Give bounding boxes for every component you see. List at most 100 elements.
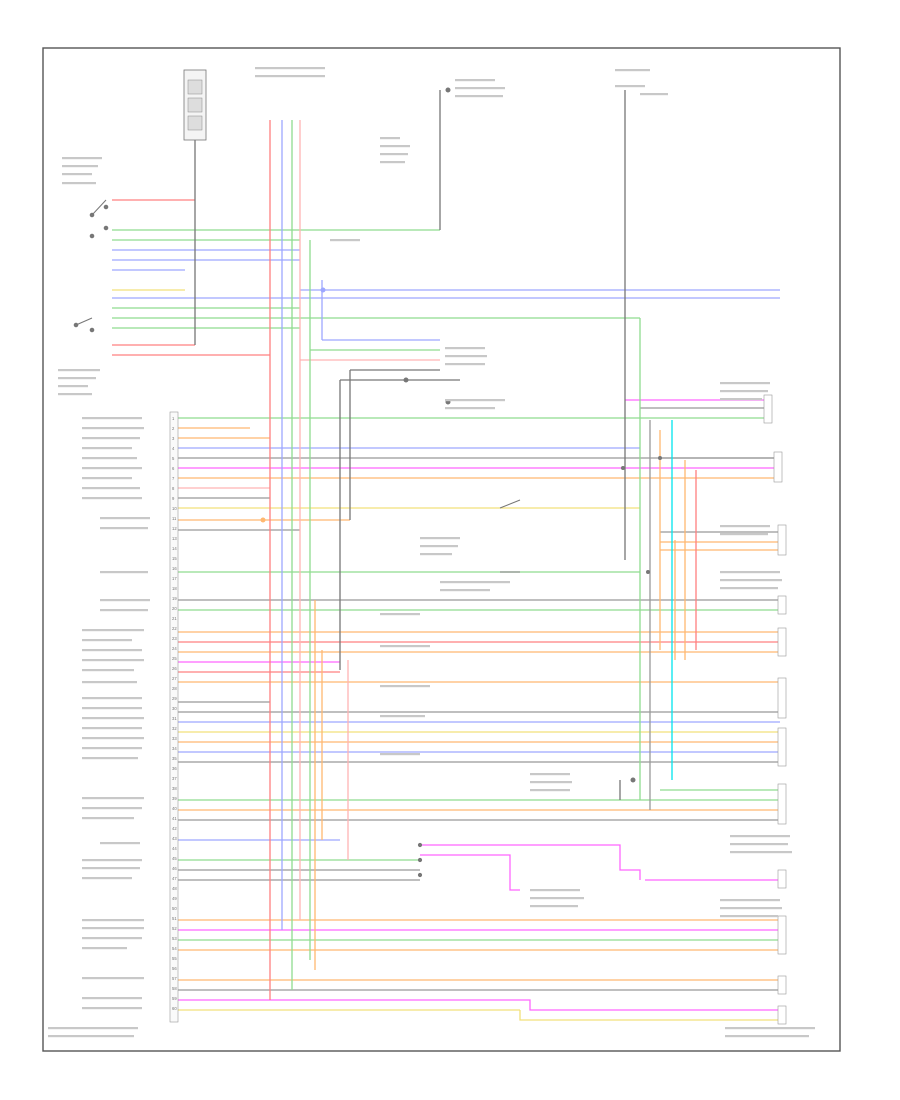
pcm-pin-number: 11 xyxy=(172,516,177,521)
blurred-label-mark xyxy=(455,95,503,98)
blurred-label-mark xyxy=(58,369,100,372)
pcm-pin-number: 22 xyxy=(172,626,177,631)
blurred-label-mark xyxy=(82,437,140,440)
blurred-label-mark xyxy=(82,727,142,730)
blurred-label-mark xyxy=(82,997,142,1000)
blurred-label-mark xyxy=(720,587,778,590)
pcm-pin-number: 34 xyxy=(172,746,177,751)
blurred-label-mark xyxy=(82,681,137,684)
pcm-pin-number: 19 xyxy=(172,596,177,601)
right-connectors xyxy=(763,394,787,1025)
blurred-label-mark xyxy=(100,842,140,845)
blurred-label-mark xyxy=(380,137,400,140)
blurred-label-mark xyxy=(82,927,144,930)
blurred-label-mark xyxy=(530,905,578,908)
blurred-label-mark xyxy=(720,533,768,536)
blurred-label-mark xyxy=(420,545,458,548)
pcm-pin-number: 58 xyxy=(172,986,177,991)
blurred-label-mark xyxy=(445,407,495,410)
blurred-label-mark xyxy=(615,85,645,88)
blurred-label-mark xyxy=(530,789,570,792)
pcm-pin-number: 57 xyxy=(172,976,177,981)
pcm-pin-number: 2 xyxy=(172,426,175,431)
blurred-label-mark xyxy=(530,781,572,784)
blurred-label-mark xyxy=(100,517,150,520)
blurred-label-mark xyxy=(82,427,144,430)
pcm-pin-number: 55 xyxy=(172,956,177,961)
blurred-label-mark xyxy=(58,385,88,388)
annotation-marks xyxy=(48,67,815,1038)
pcm-pin-number: 49 xyxy=(172,896,177,901)
pcm-pin-number: 12 xyxy=(172,526,177,531)
blurred-label-mark xyxy=(615,69,650,72)
blurred-label-mark xyxy=(48,1027,138,1030)
pcm-pin-number: 10 xyxy=(172,506,177,511)
blurred-label-mark xyxy=(62,182,96,185)
pcm-pin-number: 51 xyxy=(172,916,177,921)
pcm-pin-number: 4 xyxy=(172,446,175,451)
pcm-pin-number: 7 xyxy=(172,476,175,481)
pcm-pin-number: 1 xyxy=(172,416,175,421)
blurred-label-mark xyxy=(58,393,92,396)
pcm-pin-number: 5 xyxy=(172,456,175,461)
blurred-label-mark xyxy=(720,915,778,918)
pcm-pin-number: 45 xyxy=(172,856,177,861)
pcm-pin-number: 54 xyxy=(172,946,177,951)
blurred-label-mark xyxy=(255,75,325,78)
blurred-label-mark xyxy=(48,1035,134,1038)
blurred-label-mark xyxy=(82,669,134,672)
pcm-pin-number: 52 xyxy=(172,926,177,931)
blurred-label-mark xyxy=(82,697,142,700)
wire-layer xyxy=(112,199,780,1021)
blurred-label-mark xyxy=(82,487,140,490)
pcm-pin-number: 3 xyxy=(172,436,175,441)
blurred-label-mark xyxy=(62,173,92,176)
blurred-label-mark xyxy=(725,1035,809,1038)
pcm-connector xyxy=(169,411,179,1023)
pcm-pin-number: 20 xyxy=(172,606,177,611)
blurred-label-mark xyxy=(720,571,780,574)
pcm-pin-number: 31 xyxy=(172,716,177,721)
blurred-label-mark xyxy=(380,685,430,688)
blurred-label-mark xyxy=(82,737,144,740)
blurred-label-mark xyxy=(82,467,142,470)
blurred-label-mark xyxy=(530,773,570,776)
blurred-label-mark xyxy=(100,571,148,574)
pcm-pin-number: 35 xyxy=(172,756,177,761)
pcm-pin-number: 37 xyxy=(172,776,177,781)
pcm-pin-number: 6 xyxy=(172,466,175,471)
blurred-label-mark xyxy=(380,753,420,756)
pcm-pin-number: 30 xyxy=(172,706,177,711)
pcm-pin-number: 26 xyxy=(172,666,177,671)
pcm-pin-number: 43 xyxy=(172,836,177,841)
pcm-pin-number: 47 xyxy=(172,876,177,881)
blurred-label-mark xyxy=(720,525,770,528)
blurred-label-mark xyxy=(455,87,505,90)
pcm-pin-number: 42 xyxy=(172,826,177,831)
blurred-label-mark xyxy=(82,877,132,880)
pcm-pin-number: 53 xyxy=(172,936,177,941)
blurred-label-mark xyxy=(100,609,148,612)
inline-devices xyxy=(260,87,662,878)
pcm-pin-number: 17 xyxy=(172,576,177,581)
blurred-label-mark xyxy=(82,757,138,760)
blurred-label-mark xyxy=(82,977,144,980)
blurred-label-mark xyxy=(82,497,142,500)
blurred-label-mark xyxy=(440,581,510,584)
blurred-label-mark xyxy=(720,899,780,902)
blurred-label-mark xyxy=(445,363,485,366)
blurred-label-mark xyxy=(82,717,144,720)
pcm-pin-number: 21 xyxy=(172,616,177,621)
pcm-pin-number: 25 xyxy=(172,656,177,661)
pcm-pin-number: 23 xyxy=(172,636,177,641)
blurred-label-mark xyxy=(380,715,425,718)
pcm-pin-number: 48 xyxy=(172,886,177,891)
blurred-label-mark xyxy=(725,1027,815,1030)
blurred-label-mark xyxy=(82,1007,142,1010)
pcm-pin-number: 9 xyxy=(172,496,175,501)
blurred-label-mark xyxy=(82,477,132,480)
blurred-label-mark xyxy=(82,937,142,940)
blurred-label-mark xyxy=(445,399,505,402)
blurred-label-mark xyxy=(82,707,142,710)
pcm-pin-number: 60 xyxy=(172,1006,177,1011)
